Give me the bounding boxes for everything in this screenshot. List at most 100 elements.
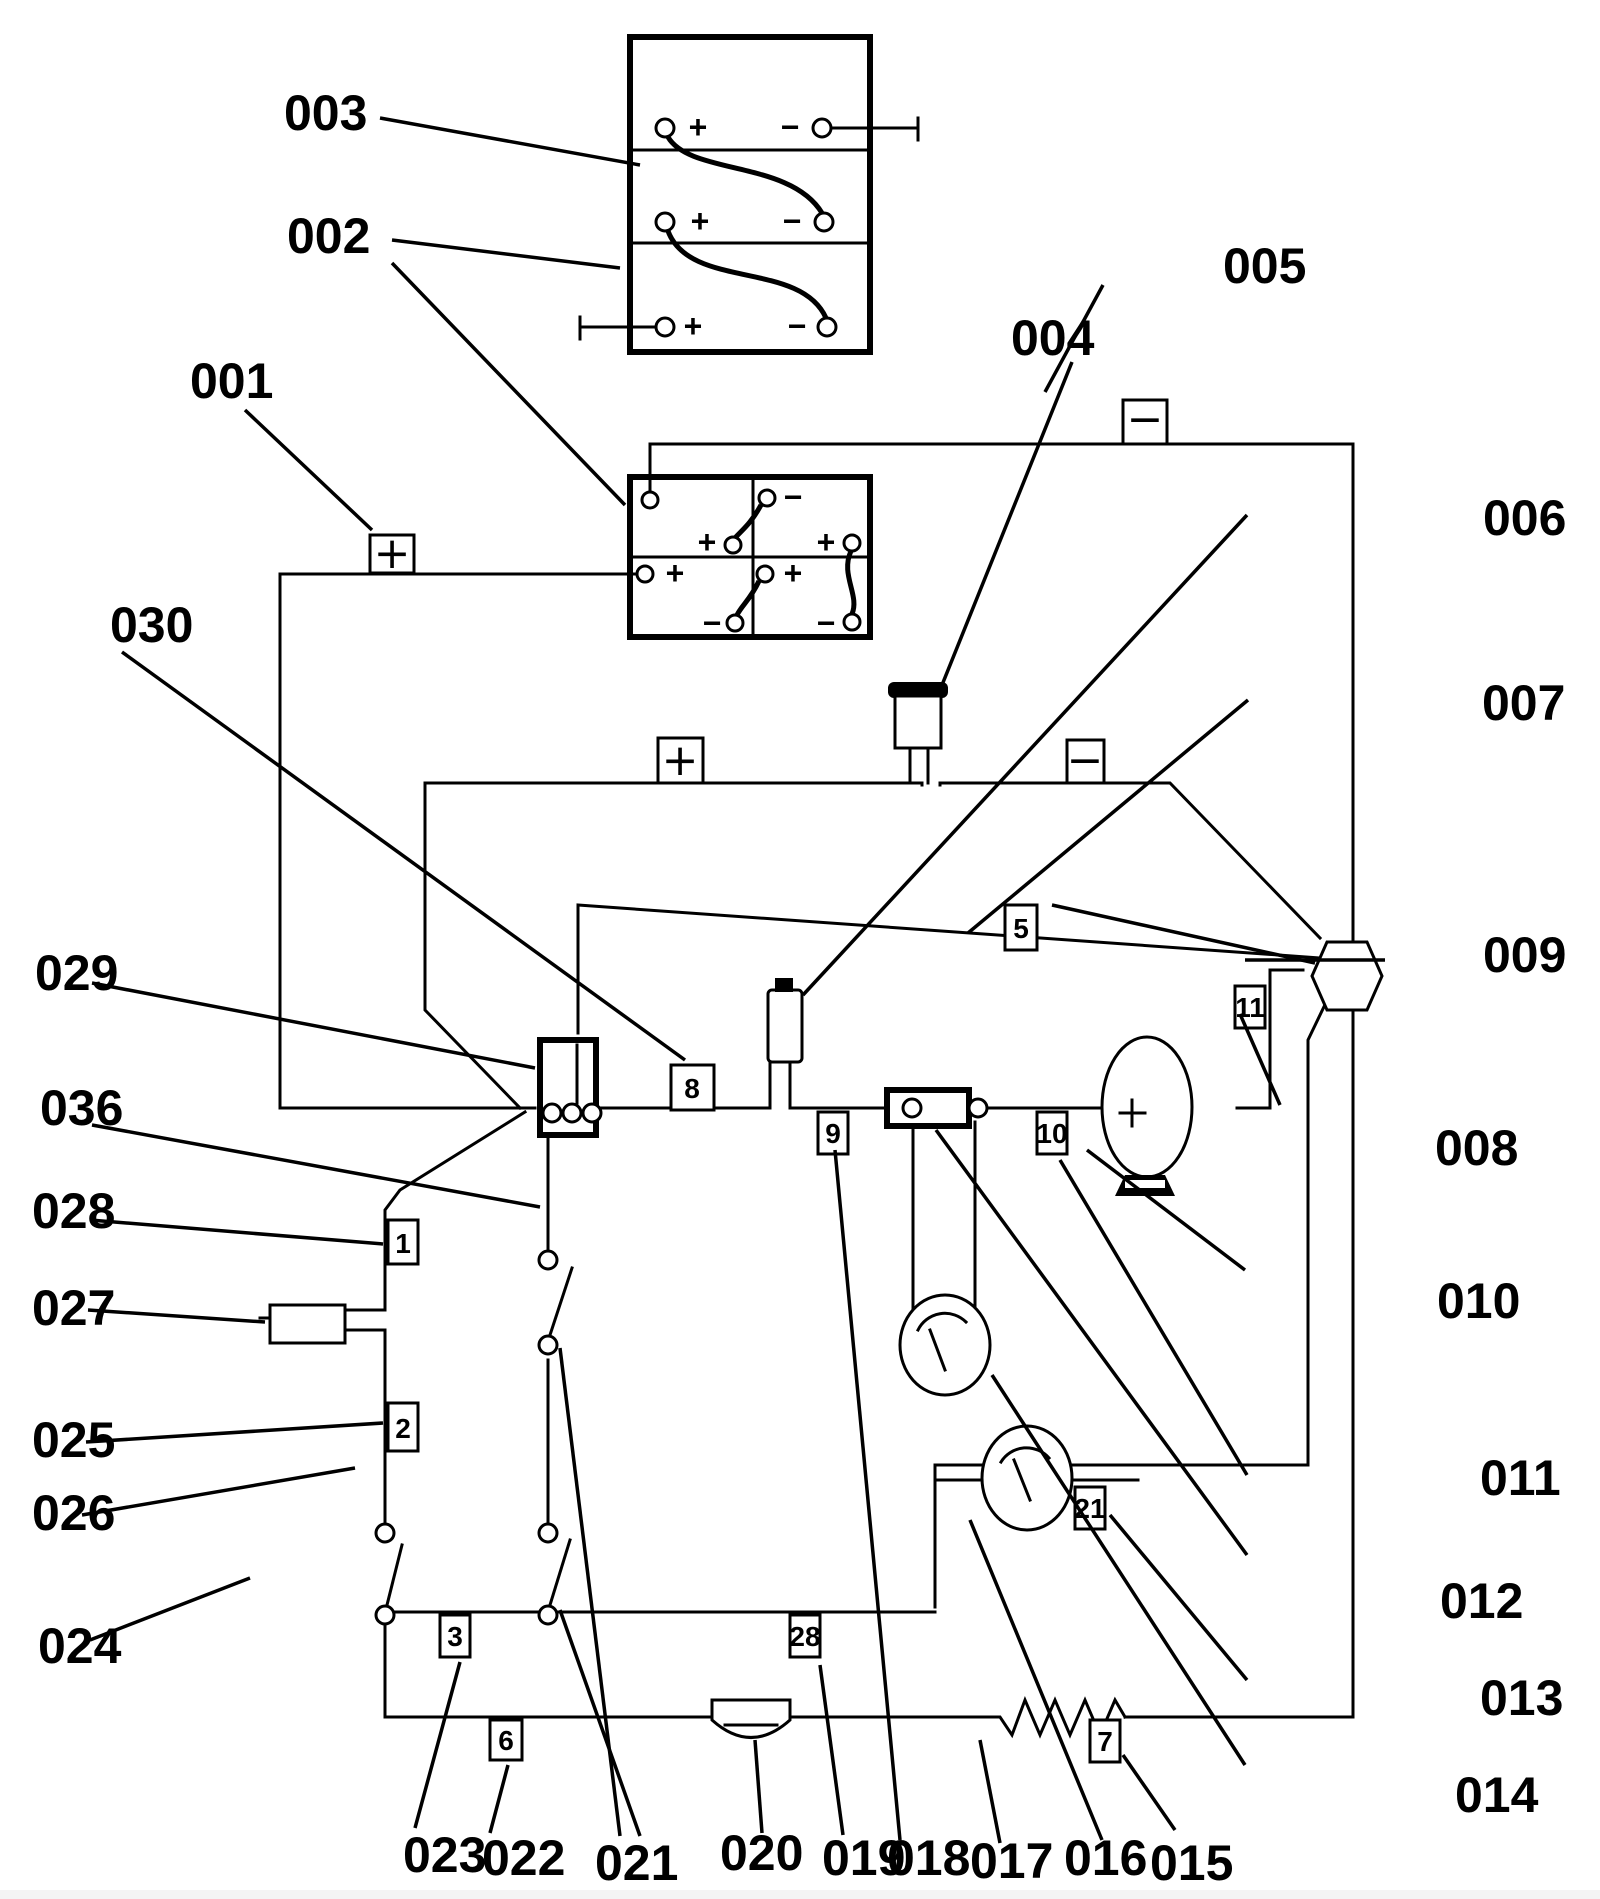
leader-013 [1108, 1513, 1249, 1682]
battery-terminal [755, 564, 775, 584]
wire-main-positive [278, 572, 639, 1110]
cell-jumper [733, 503, 764, 540]
wire-6 [383, 1610, 714, 1719]
leader-003 [379, 116, 641, 167]
fuse-cap [888, 682, 948, 698]
relay-terminal [581, 1102, 603, 1124]
leader-022 [488, 1764, 510, 1834]
wire-tag-3 [438, 1613, 472, 1659]
wire-tag-1-label: 1 [395, 1228, 411, 1259]
leader-021b [558, 1609, 642, 1837]
leader-010 [1085, 1148, 1247, 1272]
leader-026 [81, 1466, 356, 1517]
positive-sign: + [784, 555, 803, 591]
terminal-strip [884, 1087, 972, 1129]
gauge-needle [928, 1328, 947, 1372]
leader-024 [89, 1576, 251, 1642]
wire-tag-3-label: 3 [447, 1621, 463, 1652]
wire-tag-28 [788, 1613, 822, 1659]
switch-contact [537, 1249, 559, 1271]
cell-jumper [665, 135, 825, 215]
wire-5 [576, 903, 1322, 1035]
positive-sign: + [666, 555, 685, 591]
ref-015: 015 [1150, 1835, 1233, 1891]
wire-11 [1235, 968, 1305, 1110]
wire-tag-11 [1233, 984, 1267, 1030]
wire-8 [595, 1060, 772, 1110]
relay-terminal [561, 1102, 583, 1124]
switch-blade [385, 1543, 404, 1607]
wire-tag-28-label: 28 [789, 1621, 820, 1652]
ref-022: 022 [482, 1830, 565, 1886]
ref-028: 028 [32, 1183, 115, 1239]
leader-007 [966, 698, 1250, 935]
ref-010: 010 [1437, 1273, 1520, 1329]
ref-012: 012 [1440, 1573, 1523, 1629]
wire-tag-2-label: 2 [395, 1413, 411, 1444]
ref-026: 026 [32, 1485, 115, 1541]
main-negative-terminal [1121, 398, 1169, 446]
fuse-body [893, 694, 943, 750]
ref-029: 029 [35, 945, 118, 1001]
ref-001: 001 [190, 353, 273, 409]
battery-terminal-negative [811, 117, 833, 139]
ref-014: 014 [1455, 1767, 1539, 1823]
motor-body [1100, 1035, 1194, 1179]
switch-blade [548, 1538, 572, 1607]
main-positive-terminal [368, 533, 416, 575]
positive-sign: + [698, 524, 717, 560]
negative-sign: − [784, 479, 803, 515]
positive-sign: + [689, 109, 708, 145]
pressure-switch [1310, 940, 1384, 1012]
wire-tag-7-label: 7 [1097, 1726, 1113, 1757]
leader-014 [990, 1374, 1247, 1766]
switch-contact [374, 1522, 396, 1544]
gauge-needle [1012, 1458, 1032, 1502]
gauge-scale [915, 1311, 969, 1333]
gauge-upper [898, 1293, 992, 1397]
negative-sign: − [1127, 394, 1164, 445]
wire-tag-9-label: 9 [825, 1118, 841, 1149]
positive-sign: + [817, 524, 836, 560]
motor-base-slot [1125, 1180, 1165, 1188]
ref-003: 003 [284, 85, 367, 141]
ref-008: 008 [1435, 1120, 1518, 1176]
leader-025 [85, 1421, 384, 1444]
ref-007: 007 [1482, 675, 1565, 731]
wire-tag-8 [669, 1063, 716, 1112]
leader-005 [1043, 284, 1105, 393]
leader-023 [413, 1661, 462, 1829]
negative-sign: − [783, 203, 802, 239]
ref-019: 019 [822, 1830, 905, 1886]
battery-terminal [640, 490, 660, 510]
positive-sign: + [662, 735, 699, 786]
ref-021: 021 [595, 1835, 678, 1891]
fuse-holder [888, 682, 948, 785]
positive-sign: + [374, 528, 411, 579]
leader-004 [938, 361, 1074, 691]
ref-027: 027 [32, 1280, 115, 1336]
switch-contact [537, 1604, 559, 1626]
terminal-strip-post [967, 1097, 989, 1119]
wire-1 [383, 1109, 528, 1312]
wire-tag-6 [488, 1718, 524, 1762]
wire-21 [933, 987, 1335, 1609]
negative-sign: − [703, 605, 722, 641]
switch-024 [374, 1522, 404, 1626]
leader-008 [1238, 1013, 1282, 1106]
leader-005-extra [1051, 903, 1316, 965]
wire-tag-2 [386, 1401, 420, 1453]
inline-fuse [268, 1303, 347, 1345]
indicator-lamp [710, 1698, 792, 1739]
negative-sign: − [1067, 735, 1104, 786]
wire-tag-10-label: 10 [1036, 1118, 1067, 1149]
leader-012 [934, 1128, 1249, 1557]
wire-7 [1123, 1688, 1355, 1719]
gauge-face [898, 1293, 992, 1397]
relay-terminal [541, 1102, 563, 1124]
leader-019 [818, 1664, 845, 1836]
ref-017: 017 [970, 1833, 1053, 1889]
solenoid [766, 988, 804, 1064]
wire-tag-7 [1088, 1718, 1122, 1764]
leader-028 [89, 1218, 384, 1246]
